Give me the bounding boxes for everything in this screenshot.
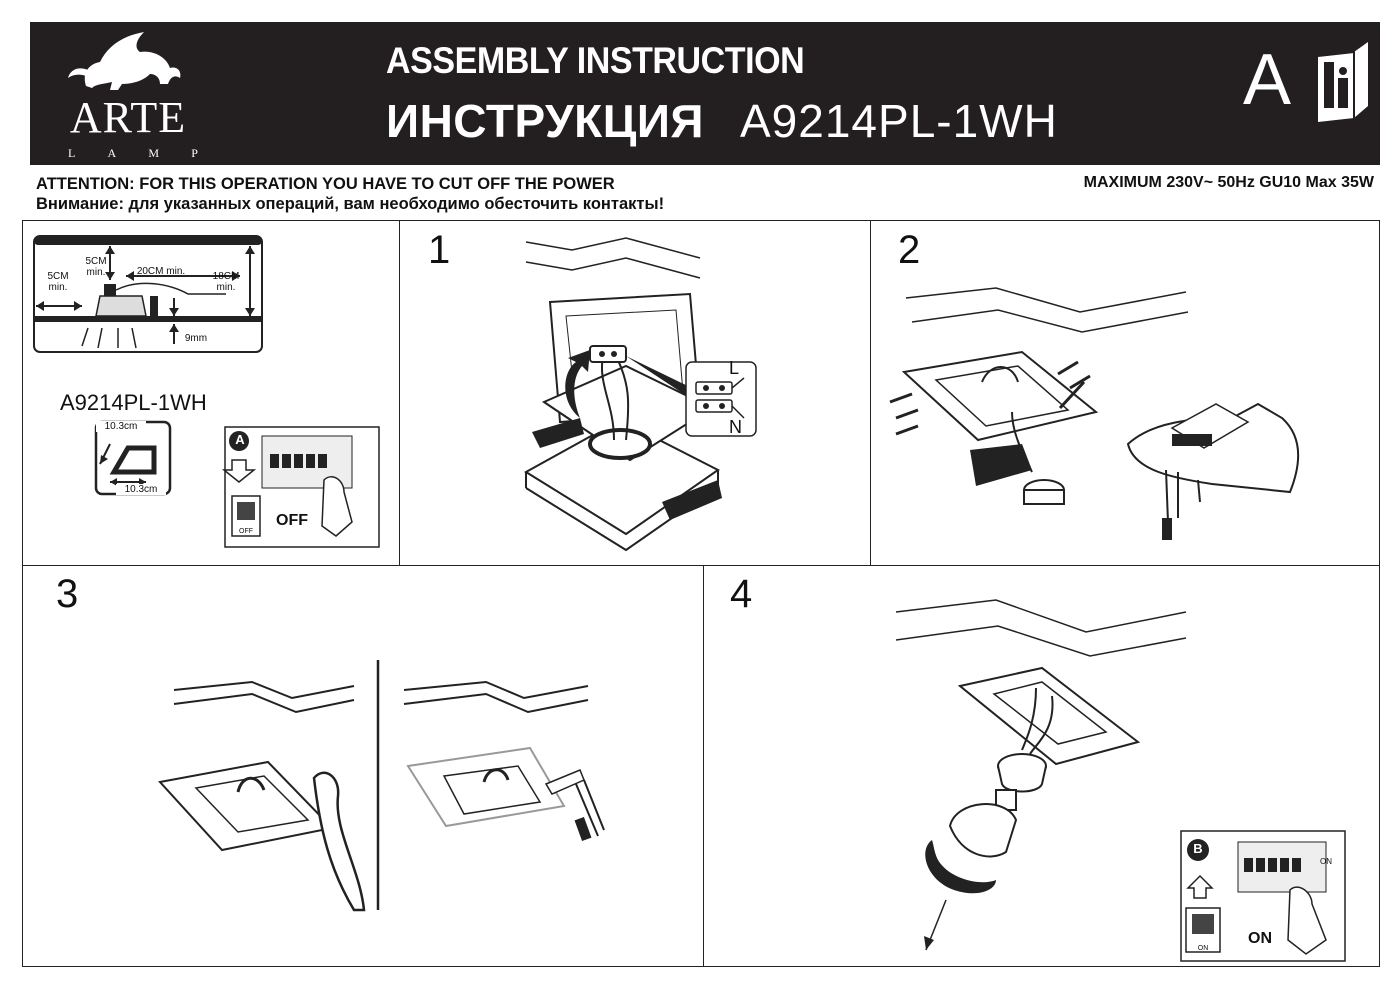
logo-wordmark: ARTE bbox=[69, 93, 187, 142]
attention-russian: Внимание: для указанных операций, вам не… bbox=[36, 195, 665, 213]
breaker-on-diagram bbox=[1180, 830, 1346, 962]
cutout-bottom-label: 10.3cm bbox=[116, 484, 166, 495]
cutout-size-icon bbox=[94, 420, 172, 496]
title-russian: ИНСТРУКЦИЯ bbox=[386, 95, 704, 147]
panel-step-4 bbox=[703, 565, 1380, 967]
breaker-off-diagram bbox=[221, 426, 380, 548]
title-english: ASSEMBLY INSTRUCTION bbox=[386, 40, 805, 81]
step-2-illustration bbox=[889, 287, 1300, 540]
step-1-number: 1 bbox=[428, 228, 451, 272]
step-4-number: 4 bbox=[730, 572, 753, 616]
terminal-neutral-label: N bbox=[729, 417, 742, 437]
attention-english: ATTENTION: FOR THIS OPERATION YOU HAVE T… bbox=[36, 175, 615, 193]
breaker-off-small: OFF bbox=[239, 528, 253, 535]
clearance-depth-label: 18CM min. bbox=[212, 271, 240, 293]
breaker-on-label: ON bbox=[1248, 930, 1272, 947]
clearance-9mm-label: 9mm bbox=[184, 333, 208, 344]
max-spec: MAXIMUM 230V~ 50Hz GU10 Max 35W bbox=[1083, 174, 1374, 191]
header-banner: ARTE L A M P ASSEMBLY INSTRUCTION ИНСТРУ… bbox=[30, 22, 1380, 165]
griffin-logo-icon bbox=[68, 32, 181, 90]
breaker-on-arrow-label: ON bbox=[1320, 857, 1332, 866]
cutout-top-label: 10.3cm bbox=[96, 421, 146, 432]
breaker-a-letter: A bbox=[235, 432, 245, 447]
step-2-number: 2 bbox=[898, 228, 921, 272]
breaker-off-label: OFF bbox=[276, 512, 308, 529]
clearance-top-label: 5CM min. bbox=[85, 256, 107, 278]
terminal-live-label: L bbox=[729, 358, 740, 378]
breaker-b-letter: B bbox=[1193, 841, 1203, 856]
logo-subtitle: L A M P bbox=[68, 146, 198, 160]
step-1-illustration bbox=[524, 237, 757, 552]
instruction-book-icon bbox=[1317, 42, 1368, 122]
class-badge: A bbox=[1243, 40, 1292, 120]
clearance-side-label: 5CM min. bbox=[47, 271, 69, 293]
attention-notice: ATTENTION: FOR THIS OPERATION YOU HAVE T… bbox=[36, 174, 664, 214]
step-3-number: 3 bbox=[56, 572, 79, 616]
installation-clearance-diagram bbox=[33, 235, 263, 353]
panel0-model: A9214PL-1WH bbox=[60, 390, 207, 415]
step-3-illustration bbox=[158, 660, 605, 912]
title-model: A9214PL-1WH bbox=[740, 95, 1058, 147]
step-4-illustration bbox=[895, 599, 1187, 951]
clearance-length-label: 20CM min. bbox=[136, 266, 186, 277]
breaker-on-small: ON bbox=[1197, 945, 1209, 952]
arte-lamp-logo: ARTE L A M P bbox=[48, 26, 208, 161]
